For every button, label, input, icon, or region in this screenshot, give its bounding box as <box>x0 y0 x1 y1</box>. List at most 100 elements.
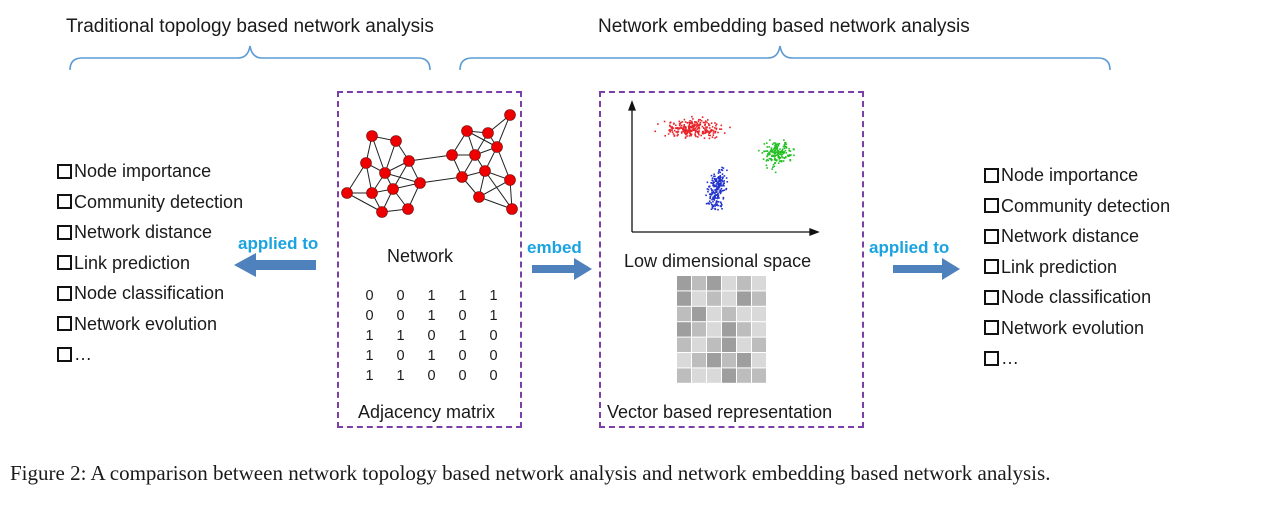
scatter-point <box>697 136 699 138</box>
checkbox-icon <box>57 224 72 240</box>
scatter-point <box>713 199 716 201</box>
scatter-point <box>766 159 768 161</box>
graph-edge <box>408 154 453 162</box>
scatter-point <box>684 126 687 128</box>
scatter-point <box>768 151 770 154</box>
scatter-point <box>699 121 702 124</box>
graph-edge <box>478 196 513 210</box>
traditional-header: Traditional topology based network analy… <box>66 16 434 37</box>
scatter-point <box>707 119 709 121</box>
scatter-point <box>710 182 712 184</box>
scatter-point <box>654 130 656 133</box>
vector-cell <box>737 353 751 368</box>
scatter-point <box>686 122 689 124</box>
scatter-point <box>680 124 683 127</box>
scatter-point <box>702 121 705 124</box>
scatter-point <box>788 147 790 150</box>
vector-cell <box>692 291 706 306</box>
checkbox-icon <box>57 285 72 301</box>
scatter-point <box>781 148 784 151</box>
scatter-point <box>664 135 666 137</box>
scatter-point <box>771 155 773 158</box>
scatter-point <box>782 145 785 148</box>
scatter-point <box>712 196 715 198</box>
checkbox-icon <box>984 198 999 214</box>
scatter-point <box>709 130 712 133</box>
scatter-point <box>763 150 765 153</box>
scatter-point <box>678 127 681 130</box>
graph-node <box>504 174 516 186</box>
scatter-point <box>712 132 715 134</box>
scatter-point <box>688 125 690 127</box>
scatter-point <box>729 126 731 129</box>
scatter-point <box>716 181 718 183</box>
left-task-list: Node importance Community detection Netw… <box>57 156 243 370</box>
scatter-point <box>710 130 713 132</box>
scatter-point <box>780 160 783 163</box>
graph-node <box>366 130 378 142</box>
scatter-point <box>707 123 710 125</box>
scatter-point <box>717 188 719 191</box>
scatter-point <box>712 180 714 182</box>
scatter-point <box>711 198 713 201</box>
vector-cell <box>722 276 736 291</box>
scatter-point <box>699 119 701 121</box>
scatter-point <box>758 149 760 152</box>
scatter-point <box>785 152 787 154</box>
vector-cell <box>752 368 766 383</box>
scatter-point <box>682 127 685 130</box>
scatter-point <box>766 142 768 144</box>
scatter-point <box>657 123 659 125</box>
graph-node <box>461 125 473 137</box>
scatter-point <box>696 128 699 130</box>
scatter-point <box>684 132 686 134</box>
scatter-point <box>717 192 719 195</box>
graph-node <box>473 191 485 203</box>
vector-cell <box>677 276 691 291</box>
scatter-point <box>696 124 699 126</box>
graph-edge <box>484 170 513 210</box>
scatter-point <box>669 129 672 131</box>
vector-cell <box>722 291 736 306</box>
vector-cell <box>752 291 766 306</box>
scatter-point <box>711 191 713 194</box>
scatter-point <box>695 126 698 128</box>
right-task-list: Node importance Community detection Netw… <box>984 160 1170 374</box>
scatter-point <box>783 139 785 141</box>
scatter-point <box>708 134 710 136</box>
scatter-point <box>704 128 707 130</box>
scatter-point <box>783 157 786 159</box>
scatter-point <box>778 160 781 162</box>
vector-cell <box>737 291 751 306</box>
scatter-point <box>718 180 720 183</box>
scatter-point <box>694 127 697 129</box>
scatter-point <box>682 128 684 131</box>
scatter-point <box>725 188 727 191</box>
scatter-point <box>672 133 675 135</box>
scatter-point <box>694 133 696 135</box>
scatter-point <box>718 197 720 199</box>
scatter-point <box>714 137 716 139</box>
graph-node <box>360 157 372 169</box>
list-item: Network evolution <box>984 313 1170 344</box>
scatter-point <box>686 132 688 135</box>
scatter-point <box>704 121 706 124</box>
scatter-point <box>676 132 679 134</box>
scatter-point <box>681 131 683 133</box>
scatter-point <box>689 133 692 136</box>
scatter-point <box>691 122 694 125</box>
scatter-point <box>719 178 721 181</box>
list-item: … <box>984 343 1170 374</box>
scatter-point <box>670 127 673 129</box>
scatter-point <box>703 137 706 139</box>
network-label: Network <box>387 246 454 266</box>
scatter-point <box>723 180 725 182</box>
scatter-point <box>705 202 708 205</box>
list-item: … <box>57 339 243 370</box>
scatter-point <box>715 185 717 187</box>
scatter-point <box>768 154 770 156</box>
scatter-point <box>714 204 716 206</box>
scatter-point <box>698 127 700 130</box>
scatter-point <box>712 190 715 193</box>
